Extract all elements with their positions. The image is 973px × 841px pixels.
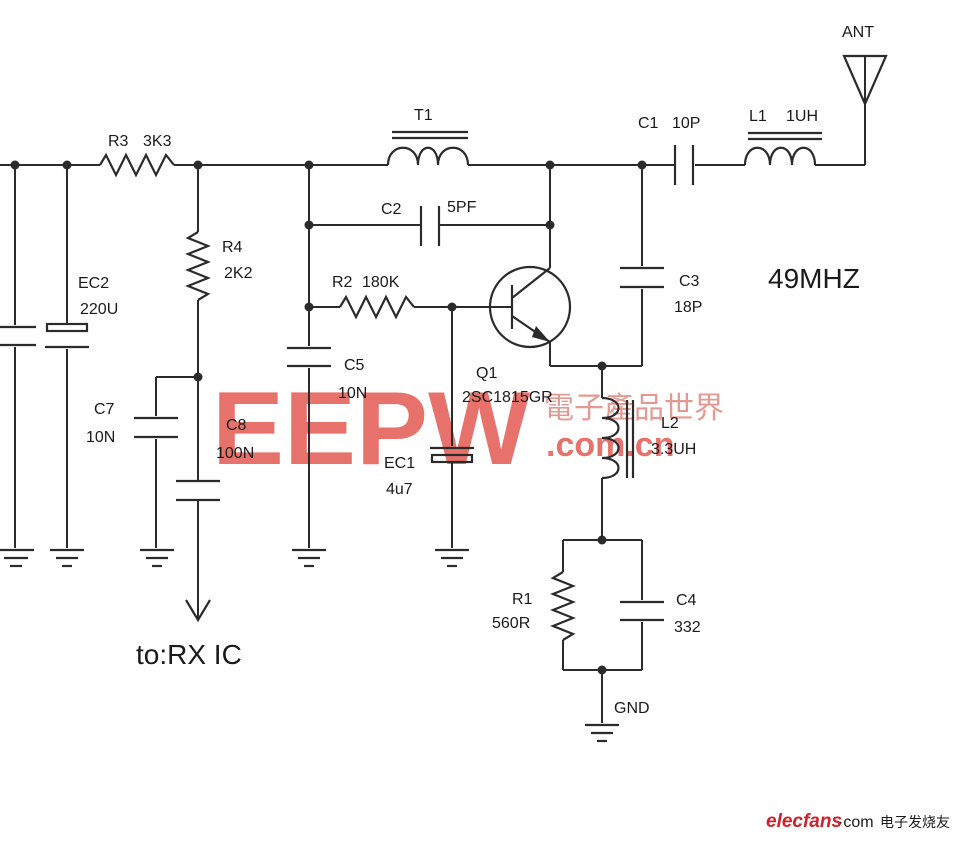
c8-capacitor: C8 100N <box>176 417 254 623</box>
c3-capacitor: C3 18P <box>550 165 702 367</box>
watermark-logo: EEPW <box>212 371 531 487</box>
r1-ref: R1 <box>512 591 533 608</box>
r4-ref: R4 <box>222 239 243 256</box>
ec1-ref: EC1 <box>384 455 415 472</box>
r2-resistor: R2 180K <box>309 274 512 320</box>
c5-value: 10N <box>338 385 367 402</box>
l1-inductor: L1 1UH <box>743 108 822 166</box>
r1-resistor: R1 560R <box>492 539 642 671</box>
ec1-value: 4u7 <box>386 481 413 498</box>
antenna-icon: ANT <box>842 24 888 107</box>
c1-ref: C1 <box>638 115 659 132</box>
r1-value: 560R <box>492 615 530 632</box>
footer-suffix: ·com <box>838 814 874 831</box>
output-label: to:RX IC <box>136 639 242 670</box>
c5-capacitor: C5 10N <box>287 165 367 568</box>
r2-value: 180K <box>362 274 400 291</box>
l2-ref: L2 <box>661 415 679 432</box>
l1-ref: L1 <box>749 108 767 125</box>
c4-value: 332 <box>674 619 701 636</box>
top-rail <box>0 95 866 166</box>
c3-ref: C3 <box>679 273 700 290</box>
c1-capacitor: C1 10P <box>638 115 700 185</box>
r4-value: 2K2 <box>224 265 253 282</box>
c2-capacitor: C2 5PF <box>309 199 550 246</box>
q1-value: 2SC1815GR <box>462 389 553 406</box>
c3-value: 18P <box>674 299 702 316</box>
c7-ref: C7 <box>94 401 115 418</box>
t1-transformer: T1 <box>386 107 470 166</box>
c8-value: 100N <box>216 445 254 462</box>
r2-ref: R2 <box>332 274 353 291</box>
footer-site: elecfans <box>766 811 842 832</box>
junction-dots <box>10 160 647 675</box>
ec2-capacitor: EC2 220U <box>45 165 118 568</box>
ec2-ref: EC2 <box>78 275 109 292</box>
left-capacitor <box>0 165 36 568</box>
ec1-capacitor: EC1 4u7 <box>384 307 474 568</box>
frequency-label: 49MHZ <box>768 263 860 294</box>
l2-inductor: L2 3.3UH <box>601 366 696 540</box>
r3-value: 3K3 <box>143 133 172 150</box>
r4-resistor: R4 2K2 <box>185 165 253 480</box>
c4-capacitor: C4 332 <box>620 540 701 670</box>
c7-capacitor: C7 10N <box>86 376 198 568</box>
c2-ref: C2 <box>381 201 402 218</box>
footer-cn: 电子发烧友 <box>880 815 950 831</box>
c2-value: 5PF <box>447 199 477 216</box>
l1-value: 1UH <box>786 108 818 125</box>
c1-value: 10P <box>672 115 700 132</box>
c8-ref: C8 <box>226 417 247 434</box>
c4-ref: C4 <box>676 592 697 609</box>
c5-ref: C5 <box>344 357 365 374</box>
q1-ref: Q1 <box>476 365 497 382</box>
q1-transistor: Q1 2SC1815GR <box>462 165 572 406</box>
t1-ref: T1 <box>414 107 433 124</box>
ec2-value: 220U <box>80 301 118 318</box>
antenna-label: ANT <box>842 24 874 41</box>
l2-value: 3.3UH <box>651 441 696 458</box>
gnd-symbol: GND <box>585 670 650 743</box>
r3-ref: R3 <box>108 133 129 150</box>
c7-value: 10N <box>86 429 115 446</box>
gnd-label: GND <box>614 700 650 717</box>
elecfans-logo: elecfans ·com 电子发烧友 <box>766 811 950 832</box>
r3-resistor: R3 3K3 <box>99 133 175 178</box>
